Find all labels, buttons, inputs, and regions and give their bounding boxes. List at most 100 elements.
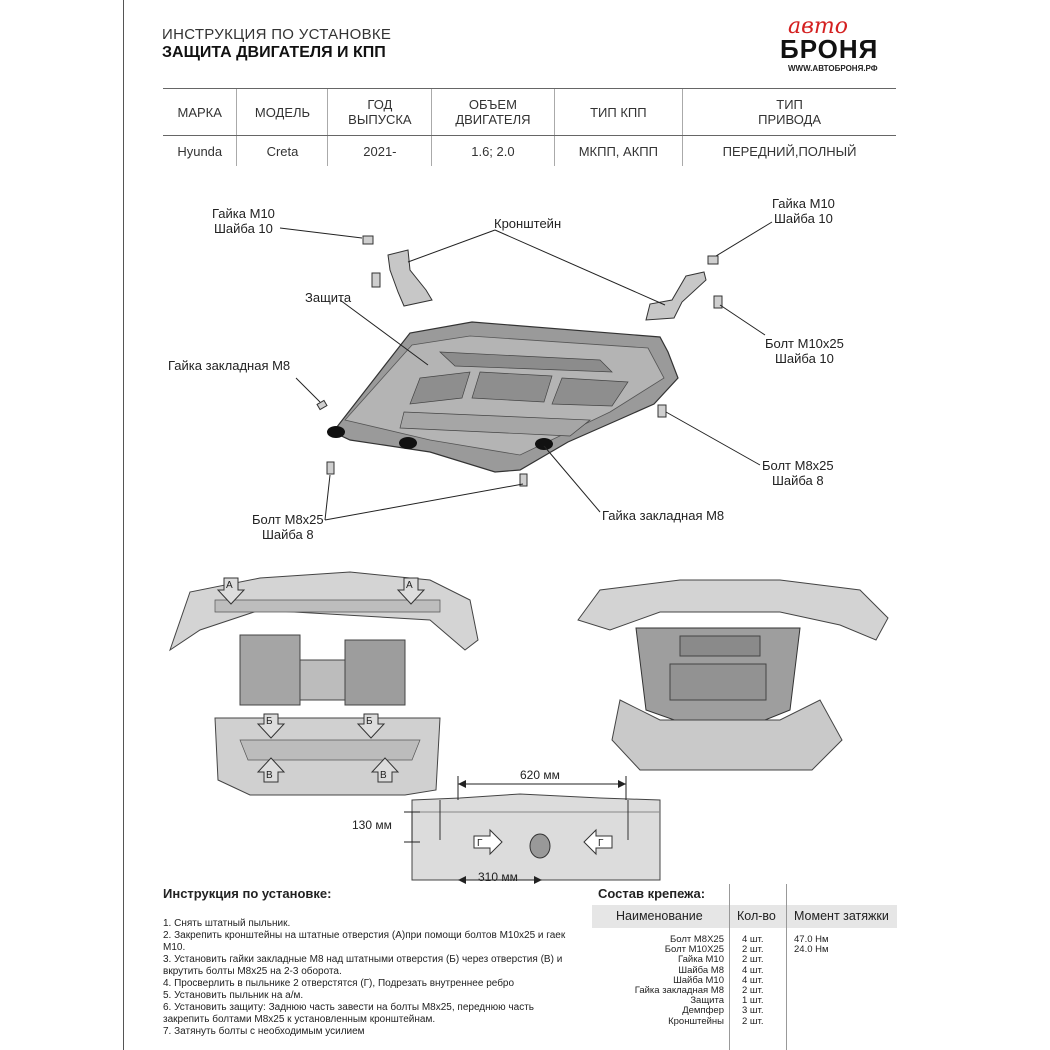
exploded-view [279,221,773,521]
fastener-qty: 2 шт. [742,1015,764,1027]
callout-line: Шайба 8 [262,527,314,542]
callout-cage-nut-left: Гайка закладная М8 [168,358,291,373]
callout-line: Болт М10х25 [765,336,844,351]
callout-bracket: Кронштейн [494,216,562,231]
callout-bolt-m8-right: Болт М8х25 Шайба 8 [762,458,834,488]
bolt-m8-left-a [326,461,335,475]
spec-header-cell: ТИП КПП [553,88,683,136]
instruction-step-4: 4. Просверлить в пыльнике 2 отверстятся … [163,978,515,989]
nut-m10-right [707,255,719,265]
fastener-qty: 2 шт. [742,944,764,956]
fastener-qty: 2 шт. [742,954,764,966]
callout-guard: Защита [305,290,352,305]
instruction-step-3: 3. Установить гайки закладные М8 над шта… [163,954,563,977]
fasteners-col-torque: Момент затяжки [794,909,889,923]
fasteners-heading: Состав крепежа: [598,886,706,901]
callout-bolt-m10-right: Болт М10х25 Шайба 10 [765,336,844,366]
callout-nut-m10-left: Гайка М10 Шайба 10 [212,206,275,236]
instructions-heading: Инструкция по установке: [163,886,332,901]
spec-value-cell: 2021- [327,135,432,166]
marker-b-right: Б [366,716,373,727]
callout-line: Болт М8х25 [762,458,834,473]
fastener-qty: 3 шт. [742,1005,764,1017]
nut-m10-left [362,235,374,245]
bolt-m10-right [713,295,723,309]
page-edge-line [123,0,124,1050]
spec-header-cell: МОДЕЛЬ [236,88,328,136]
fastener-name: Кронштейны [668,1015,724,1027]
callout-cage-nut-bottom: Гайка закладная М8 [602,508,725,523]
logo-brand: БРОНЯ [780,34,879,64]
bracket-right [645,271,707,321]
instruction-step-7: 7. Затянуть болты с необходимым усилием [163,1026,365,1037]
bolt-left [371,272,381,288]
spec-header-cell: МАРКА [163,88,237,136]
cage-nut-left [316,399,328,411]
fastener-qty: 4 шт. [742,934,764,945]
spec-header-cell: ОБЪЕМ ДВИГАТЕЛЯ [431,88,555,136]
fasteners-header-bar [592,905,897,928]
dimension-620: 620 мм [520,768,560,782]
callout-line: Шайба 8 [772,473,824,488]
spec-value-cell: Creta [236,135,328,166]
callout-line: Шайба 10 [775,351,834,366]
callout-line: Гайка М10 [772,196,835,211]
bolt-m8-right [657,404,667,418]
fasteners-col-qty: Кол-во [737,909,776,923]
fastener-torque: 47.0 Нм [794,934,829,945]
instruction-step-1: 1. Снять штатный пыльник. [163,918,291,929]
instruction-step-5: 5. Установить пыльник на а/м. [163,990,304,1001]
point-markers [216,577,426,783]
marker-g-left: Г [477,838,483,849]
fastener-name: Шайба М10 [673,974,724,986]
logo-script: авто [788,14,849,39]
fastener-name: Гайка М10 [678,954,724,966]
callout-line: Болт М8х25 [252,512,324,527]
spec-value-cell: ПЕРЕДНИЙ,ПОЛНЫЙ [682,135,896,166]
fastener-name: Защита [690,995,724,1007]
callout-bolt-m8-left: Болт М8х25 Шайба 8 [252,512,324,542]
instruction-step-2: 2. Закрепить кронштейны на штатные отвер… [163,930,566,953]
fastener-name: Гайка закладная М8 [634,985,724,996]
marker-v-left: В [266,770,273,781]
fastener-name: Болт М8Х25 [670,934,724,945]
callout-line: Шайба 10 [774,211,833,226]
marker-b-left: Б [266,716,273,727]
spec-value-cell: Hyunda [177,143,223,159]
title-line-1: ИНСТРУКЦИЯ ПО УСТАНОВКЕ [162,26,392,43]
instruction-step-6: 6. Установить защиту: Заднюю часть завес… [163,1002,534,1025]
title-line-2: ЗАЩИТА ДВИГАТЕЛЯ И КПП [162,44,386,61]
dimension-130: 130 мм [352,818,392,832]
brand-logo: авто БРОНЯ WWW.АВТОБРОНЯ.РФ [770,14,900,74]
underbody-left-view [169,571,479,796]
fasteners-divider-2 [786,884,787,1050]
callout-line: Гайка М10 [212,206,275,221]
fastener-qty: 1 шт. [742,995,764,1007]
fastener-name: Болт М10Х25 [664,944,724,956]
dimension-310: 310 мм [478,870,518,884]
spec-value-cell: МКПП, АКПП [553,135,683,166]
logo-site: WWW.АВТОБРОНЯ.РФ [788,64,878,73]
spec-header-cell: ГОД ВЫПУСКА [327,88,432,136]
fasteners-col-name: Наименование [616,909,703,923]
marker-g-right: Г [598,838,604,849]
fastener-name: Шайба М8 [678,964,724,976]
marker-a-left: А [226,580,233,591]
fastener-qty: 4 шт. [742,964,764,976]
spec-value-cell: 1.6; 2.0 [431,135,555,166]
spec-header-cell: ТИП ПРИВОДА [682,88,896,136]
marker-v-right: В [380,770,387,781]
dimension-detail [404,776,661,884]
fastener-qty: 2 шт. [742,985,764,996]
fastener-torque: 24.0 Нм [794,944,829,956]
bolt-m8-left-b [519,473,528,487]
bracket-left [387,249,433,307]
fastener-qty: 4 шт. [742,974,764,986]
callout-line: Шайба 10 [214,221,273,236]
callout-nut-m10-right: Гайка М10 Шайба 10 [772,196,835,226]
marker-a-right: А [406,580,413,591]
